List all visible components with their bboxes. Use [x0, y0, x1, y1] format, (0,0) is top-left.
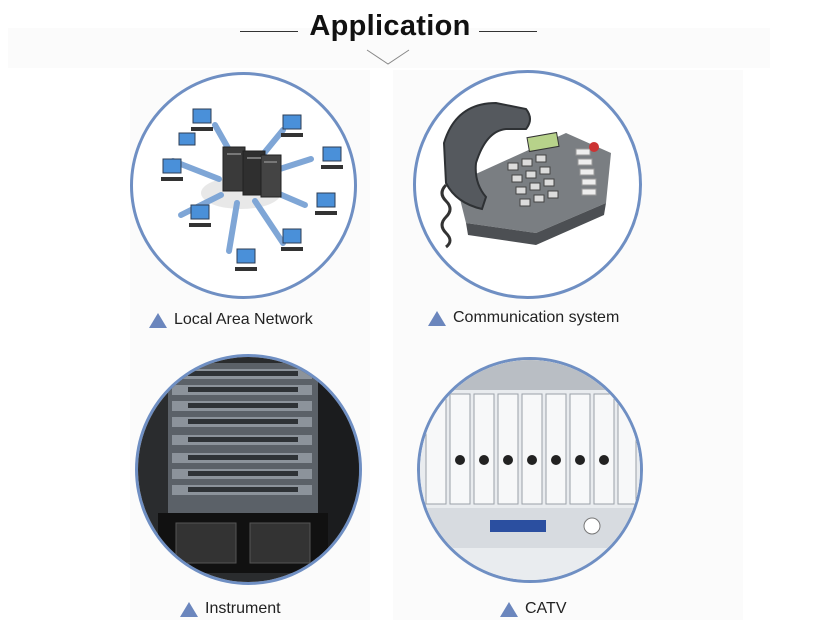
catv-chassis-icon [417, 357, 643, 583]
title-rule-right [479, 31, 537, 32]
caption-label: CATV [525, 600, 567, 617]
header-band [8, 28, 770, 68]
title-rule-left [240, 31, 298, 32]
triangle-bullet-icon [180, 601, 198, 617]
page-title: Application [309, 10, 471, 42]
caption-label: Instrument [205, 600, 281, 617]
caption-communication: Communication system [428, 309, 619, 327]
section-header: Application [0, 0, 830, 70]
triangle-bullet-icon [500, 601, 518, 617]
caption-label: Local Area Network [174, 311, 313, 328]
caption-label: Communication system [453, 309, 620, 326]
caption-catv: CATV [500, 600, 566, 618]
network-icon [130, 72, 357, 299]
triangle-bullet-icon [149, 312, 167, 328]
chevron-down-icon [366, 49, 410, 65]
caption-instrument: Instrument [180, 600, 281, 618]
telephone-icon [413, 70, 642, 299]
caption-lan: Local Area Network [149, 311, 313, 329]
triangle-bullet-icon [428, 310, 446, 326]
equipment-rack-icon [135, 354, 362, 585]
